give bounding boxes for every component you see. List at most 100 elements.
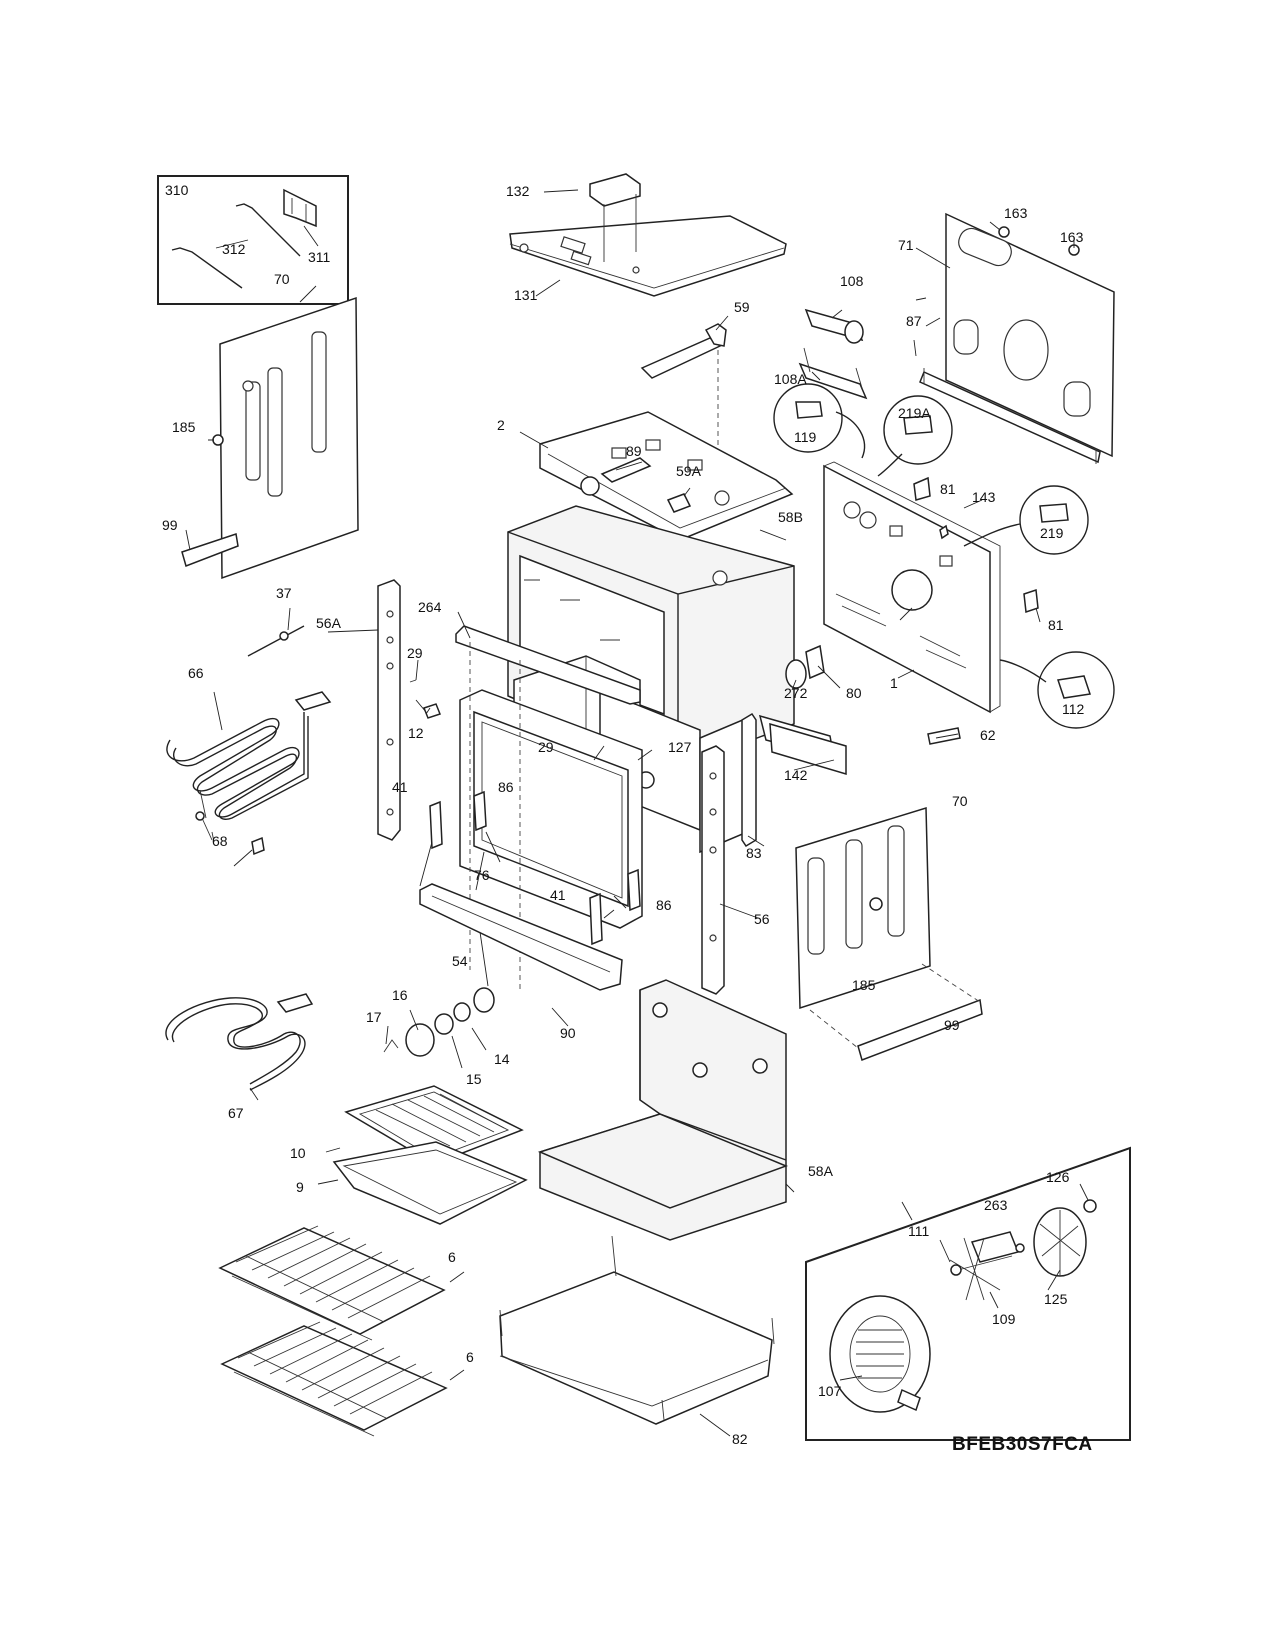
callout-14: 14 [494, 1051, 510, 1067]
side-rail-56 [701, 745, 725, 995]
callout-6-lower: 6 [466, 1349, 474, 1365]
oven-rack-lower [220, 1321, 448, 1437]
callout-41-upper: 41 [392, 779, 408, 795]
callout-143: 143 [972, 489, 996, 505]
channel-99-right [809, 963, 983, 1061]
top-plate-2 [539, 411, 794, 541]
callout-132: 132 [506, 183, 530, 199]
callout-163b: 163 [1060, 229, 1084, 245]
oven-rack-upper [218, 1225, 446, 1341]
callout-68: 68 [212, 833, 228, 849]
callout-2: 2 [497, 417, 505, 433]
blower-108 [804, 308, 864, 344]
callout-6-upper: 6 [448, 1249, 456, 1265]
strip-142 [758, 714, 847, 776]
callout-59: 59 [734, 299, 750, 315]
side-panel-70-left [219, 296, 359, 580]
nut-185-left [212, 434, 224, 446]
strip-83 [741, 712, 757, 848]
probe-37 [247, 625, 305, 657]
rear-panel-1 [823, 461, 1001, 714]
callout-86-lower: 86 [656, 897, 672, 913]
callout-17: 17 [366, 1009, 382, 1025]
inset-box-310 [157, 175, 349, 305]
callout-263: 263 [984, 1197, 1008, 1213]
callout-29-upper: 29 [407, 645, 423, 661]
callout-185-left: 185 [172, 419, 196, 435]
callout-41-lower: 41 [550, 887, 566, 903]
leader-lines [185, 189, 1089, 1437]
callout-99-right: 99 [944, 1017, 960, 1033]
callout-76: 76 [474, 867, 490, 883]
callout-99-left: 99 [162, 517, 178, 533]
callout-29-lower: 29 [538, 739, 554, 755]
side-rail-56A [377, 579, 401, 841]
callout-272: 272 [784, 685, 808, 701]
front-trim-90 [419, 883, 623, 991]
callout-56: 56 [754, 911, 770, 927]
broil-pan-9 [332, 1141, 528, 1225]
model-code: BFEB30S7FCA [952, 1434, 1093, 1455]
callout-81-top: 81 [940, 481, 956, 497]
circle-callout-119 [773, 383, 866, 459]
broil-element-66 [166, 691, 332, 843]
callout-83: 83 [746, 845, 762, 861]
callout-81-bottom: 81 [1048, 617, 1064, 633]
callout-70-right: 70 [952, 793, 968, 809]
inset-box-convection-fan [805, 1146, 1131, 1441]
callout-15: 15 [466, 1071, 482, 1087]
circle-callout-219A [877, 395, 953, 477]
callout-264: 264 [418, 599, 442, 615]
callout-310: 310 [165, 182, 189, 198]
bracket-108A [798, 347, 868, 400]
callout-16: 16 [392, 987, 408, 1003]
outer-wrapper-58A [537, 979, 789, 1241]
callout-66: 66 [188, 665, 204, 681]
callout-112: 112 [1062, 701, 1085, 717]
bottom-pan-82 [499, 1235, 775, 1425]
callout-108: 108 [840, 273, 864, 289]
callout-labels: 310 312 311 132 131 59 108 108A 163 163 … [162, 182, 1085, 1447]
top-panel-131 [509, 215, 787, 297]
callout-185-right: 185 [852, 977, 876, 993]
callout-80: 80 [846, 685, 862, 701]
callout-58A: 58A [808, 1163, 834, 1179]
callout-12: 12 [408, 725, 424, 741]
callout-90: 90 [560, 1025, 576, 1041]
light-socket-12 [409, 679, 441, 719]
callout-219A: 219A [898, 405, 931, 421]
callout-119: 119 [794, 429, 817, 445]
callout-67: 67 [228, 1105, 244, 1121]
small-rear-parts [785, 476, 1039, 745]
duct-59 [640, 323, 727, 462]
light-assembly [383, 987, 495, 1057]
callout-86-upper: 86 [498, 779, 514, 795]
callout-108A: 108A [774, 371, 807, 387]
callout-71: 71 [898, 237, 914, 253]
screw-68 [195, 811, 265, 856]
bake-element-67 [165, 993, 314, 1091]
circle-callout-219 [963, 485, 1089, 555]
callout-311: 311 [308, 249, 331, 265]
bracket-132 [589, 173, 641, 262]
callout-312: 312 [222, 241, 246, 257]
hinge-parts [429, 790, 641, 946]
callout-70-left: 70 [274, 271, 290, 287]
callout-131: 131 [514, 287, 538, 303]
callout-10: 10 [290, 1145, 306, 1161]
callout-126: 126 [1046, 1169, 1070, 1185]
callout-127: 127 [668, 739, 692, 755]
callout-9: 9 [296, 1179, 304, 1195]
callout-163a: 163 [1004, 205, 1028, 221]
callout-62: 62 [980, 727, 996, 743]
side-panel-70-right [795, 806, 931, 1010]
broil-pan-insert-10 [344, 1085, 524, 1165]
callout-37: 37 [276, 585, 292, 601]
gasket-frame-76 [459, 689, 643, 929]
callout-107: 107 [818, 1383, 842, 1399]
callout-111: 111 [908, 1223, 929, 1239]
channel-99-left [181, 533, 239, 567]
callout-1: 1 [890, 675, 898, 691]
nut-163 [998, 226, 1080, 256]
